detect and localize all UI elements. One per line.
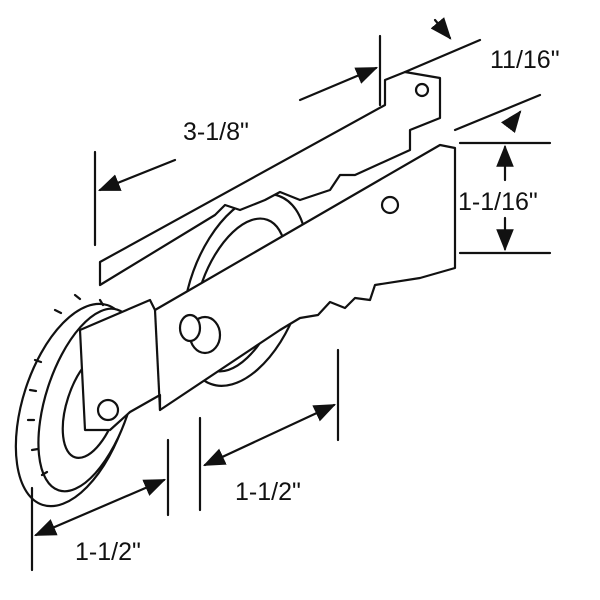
dim-label-front-width: 1-1/2" xyxy=(75,538,141,566)
dim-label-height: 1-1/16" xyxy=(458,188,538,216)
dim-label-tab-offset: 11/16" xyxy=(490,46,560,74)
dimension-lines xyxy=(30,17,552,572)
front-plate xyxy=(78,143,457,432)
dim-label-rear-spacing: 1-1/2" xyxy=(235,478,301,506)
dim-label-length: 3-1/8" xyxy=(183,118,249,146)
